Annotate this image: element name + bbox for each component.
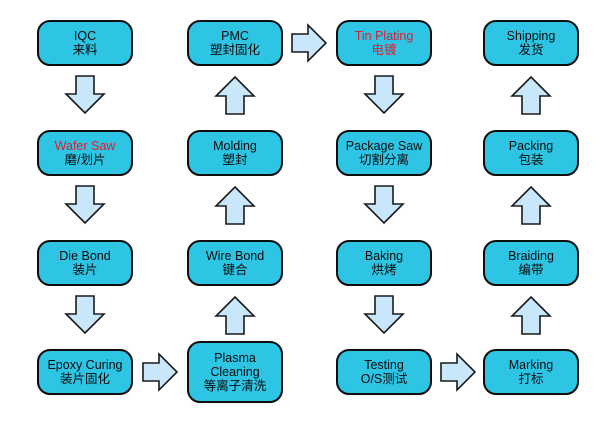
- node-braiding: Braiding 编带: [483, 240, 579, 286]
- arrow-wafer-saw-to-die-bond: [64, 185, 106, 225]
- node-iqc-en: IQC: [73, 29, 97, 43]
- node-plasma-cleaning-en1: Plasma: [214, 351, 256, 365]
- arrow-packing-to-shipping: [510, 75, 552, 115]
- arrow-braiding-to-packing: [510, 185, 552, 225]
- node-epoxy-curing-en: Epoxy Curing: [47, 358, 123, 372]
- node-baking-en: Baking: [364, 249, 404, 263]
- node-molding-zh: 塑封: [222, 153, 248, 167]
- node-package-saw-en: Package Saw: [345, 139, 423, 153]
- node-plasma-cleaning-zh: 等离子清洗: [203, 379, 267, 393]
- node-epoxy-curing: Epoxy Curing 装片固化: [37, 349, 133, 395]
- node-testing: Testing O/S测试: [336, 349, 432, 395]
- node-shipping: Shipping 发货: [483, 20, 579, 66]
- node-marking-en: Marking: [508, 358, 554, 372]
- node-molding-en: Molding: [213, 139, 257, 153]
- node-die-bond-zh: 装片: [72, 263, 98, 277]
- node-wire-bond: Wire Bond 键合: [187, 240, 283, 286]
- node-packing: Packing 包装: [483, 130, 579, 176]
- node-epoxy-curing-zh: 装片固化: [59, 372, 110, 386]
- node-marking-zh: 打标: [518, 372, 544, 386]
- node-plasma-cleaning: Plasma Cleaning 等离子清洗: [187, 341, 283, 403]
- node-packing-zh: 包装: [518, 153, 544, 167]
- node-iqc-zh: 来料: [72, 43, 98, 57]
- node-wire-bond-en: Wire Bond: [205, 249, 265, 263]
- arrow-package-saw-to-baking: [363, 185, 405, 225]
- arrow-testing-to-marking: [440, 352, 476, 392]
- node-wire-bond-zh: 键合: [222, 263, 248, 277]
- node-baking-zh: 烘烤: [371, 263, 397, 277]
- node-testing-zh: O/S测试: [360, 372, 408, 386]
- node-wafer-saw-zh: 磨/划片: [64, 153, 106, 167]
- node-pmc-en: PMC: [221, 29, 249, 43]
- node-molding: Molding 塑封: [187, 130, 283, 176]
- arrow-epoxy-curing-to-plasma-cleaning: [142, 352, 178, 392]
- node-package-saw-zh: 切割分离: [358, 153, 409, 167]
- arrow-molding-to-pmc: [214, 75, 256, 115]
- arrow-baking-to-testing: [363, 295, 405, 335]
- node-marking: Marking 打标: [483, 349, 579, 395]
- node-tin-plating-en: Tin Plating: [354, 29, 414, 43]
- node-shipping-en: Shipping: [506, 29, 556, 43]
- node-pmc: PMC 塑封固化: [187, 20, 283, 66]
- node-braiding-en: Braiding: [508, 249, 554, 263]
- arrow-pmc-to-tin-plating: [291, 23, 327, 63]
- arrow-tin-plating-to-package-saw: [363, 75, 405, 115]
- node-die-bond: Die Bond 装片: [37, 240, 133, 286]
- arrow-die-bond-to-epoxy-curing: [64, 295, 106, 335]
- node-tin-plating-zh: 电镀: [371, 43, 397, 57]
- node-pmc-zh: 塑封固化: [209, 43, 260, 57]
- node-plasma-cleaning-en2: Cleaning: [210, 365, 260, 379]
- node-wafer-saw: Wafer Saw 磨/划片: [37, 130, 133, 176]
- node-package-saw: Package Saw 切割分离: [336, 130, 432, 176]
- node-tin-plating: Tin Plating 电镀: [336, 20, 432, 66]
- node-braiding-zh: 编带: [518, 263, 544, 277]
- arrow-wire-bond-to-molding: [214, 185, 256, 225]
- node-shipping-zh: 发货: [518, 43, 544, 57]
- node-packing-en: Packing: [508, 139, 554, 153]
- node-die-bond-en: Die Bond: [59, 249, 111, 263]
- arrow-marking-to-braiding: [510, 295, 552, 335]
- arrow-plasma-cleaning-to-wire-bond: [214, 295, 256, 335]
- node-baking: Baking 烘烤: [336, 240, 432, 286]
- node-testing-en: Testing: [364, 358, 404, 372]
- node-iqc: IQC 来料: [37, 20, 133, 66]
- node-wafer-saw-en: Wafer Saw: [54, 139, 116, 153]
- arrow-iqc-to-wafer-saw: [64, 75, 106, 115]
